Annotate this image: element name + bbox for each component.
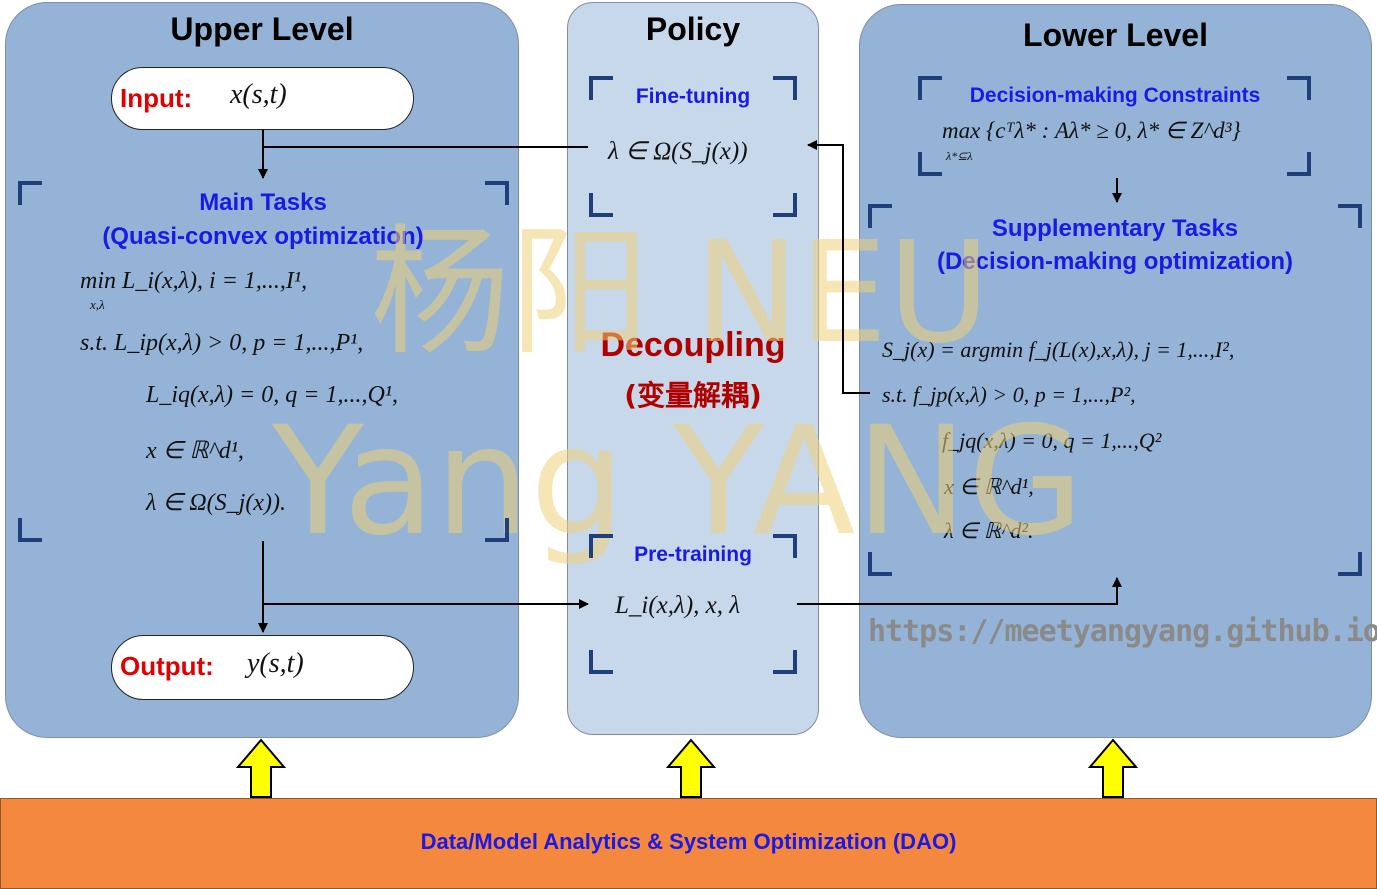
- decoupling-label: Decoupling: [600, 326, 786, 364]
- dao-label: Data/Model Analytics & System Optimizati…: [420, 829, 957, 854]
- main-tasks-subtitle: (Quasi-convex optimization): [102, 223, 424, 250]
- main-objective: min L_i(x,λ), i = 1,...,I¹,: [80, 268, 308, 294]
- policy-panel: Policy: [567, 2, 819, 735]
- up-arrow-upper: [235, 738, 287, 798]
- decision-constraints-title: Decision-making Constraints: [969, 84, 1261, 107]
- supp-constraint-1: s.t. f_jp(x,λ) > 0, p = 1,...,P²,: [882, 382, 1136, 407]
- main-constraint-3: x ∈ ℝ^d¹,: [146, 438, 244, 464]
- lower-level-title: Lower Level: [1023, 17, 1208, 53]
- arrow-pretrain-to-lower: [797, 577, 1122, 605]
- decision-constraints-subscript: λ*⊆λ: [946, 149, 973, 163]
- up-arrow-policy: [665, 738, 717, 798]
- upper-level-title: Upper Level: [170, 11, 354, 47]
- main-constraint-4: λ ∈ Ω(S_j(x)).: [146, 490, 286, 516]
- decoupling-chinese-label: (变量解耦): [624, 379, 762, 412]
- pre-training-label: Pre-training: [634, 543, 752, 566]
- dao-bar: Data/Model Analytics & System Optimizati…: [0, 798, 1377, 889]
- fine-tuning-label: Fine-tuning: [635, 85, 751, 108]
- watermark-line-1: 杨阳 NEU: [370, 212, 991, 375]
- website-url: https://meetyangyang.github.io/: [868, 614, 1377, 649]
- decision-constraints-expression: max {cᵀλ* : Aλ* ≥ 0, λ* ∈ Z^d³}: [942, 118, 1241, 143]
- supp-objective: S_j(x) = argmin f_j(L(x),x,λ), j = 1,...…: [882, 337, 1235, 362]
- up-arrow-lower: [1087, 738, 1139, 798]
- arrow-lower-to-finetune: [807, 140, 870, 394]
- pre-training-expression: L_i(x,λ), x, λ: [615, 592, 741, 619]
- main-constraint-2: L_iq(x,λ) = 0, q = 1,...,Q¹,: [146, 382, 398, 408]
- supp-constraint-2: f_jq(x,λ) = 0, q = 1,...,Q²: [942, 428, 1162, 453]
- lower-level-panel: Lower Level: [859, 4, 1372, 738]
- yellow-up-arrows: [235, 738, 1139, 798]
- supplementary-tasks-title: Supplementary Tasks: [991, 215, 1239, 242]
- main-constraint-1: s.t. L_ip(x,λ) > 0, p = 1,...,P¹,: [80, 330, 364, 356]
- main-objective-subscript: x,λ: [90, 297, 105, 312]
- input-box: Input: x(s,t): [111, 67, 414, 130]
- output-expression: y(s,t): [247, 648, 304, 679]
- supp-constraint-3: x ∈ ℝ^d¹,: [944, 474, 1034, 499]
- flow-arrows: [258, 130, 1122, 633]
- supplementary-tasks-subtitle: (Decision-making optimization): [936, 248, 1293, 275]
- output-box: Output: y(s,t): [111, 635, 414, 700]
- corner-brackets: [18, 76, 1362, 674]
- input-expression: x(s,t): [230, 79, 287, 110]
- supp-constraint-4: λ ∈ ℝ^d².: [944, 518, 1034, 543]
- watermark-line-2: Yang YANG: [272, 395, 1084, 569]
- input-label: Input:: [120, 83, 193, 113]
- output-label: Output:: [120, 651, 214, 681]
- fine-tuning-expression: λ ∈ Ω(S_j(x)): [608, 138, 748, 165]
- policy-title: Policy: [645, 11, 741, 47]
- main-tasks-title: Main Tasks: [199, 189, 327, 216]
